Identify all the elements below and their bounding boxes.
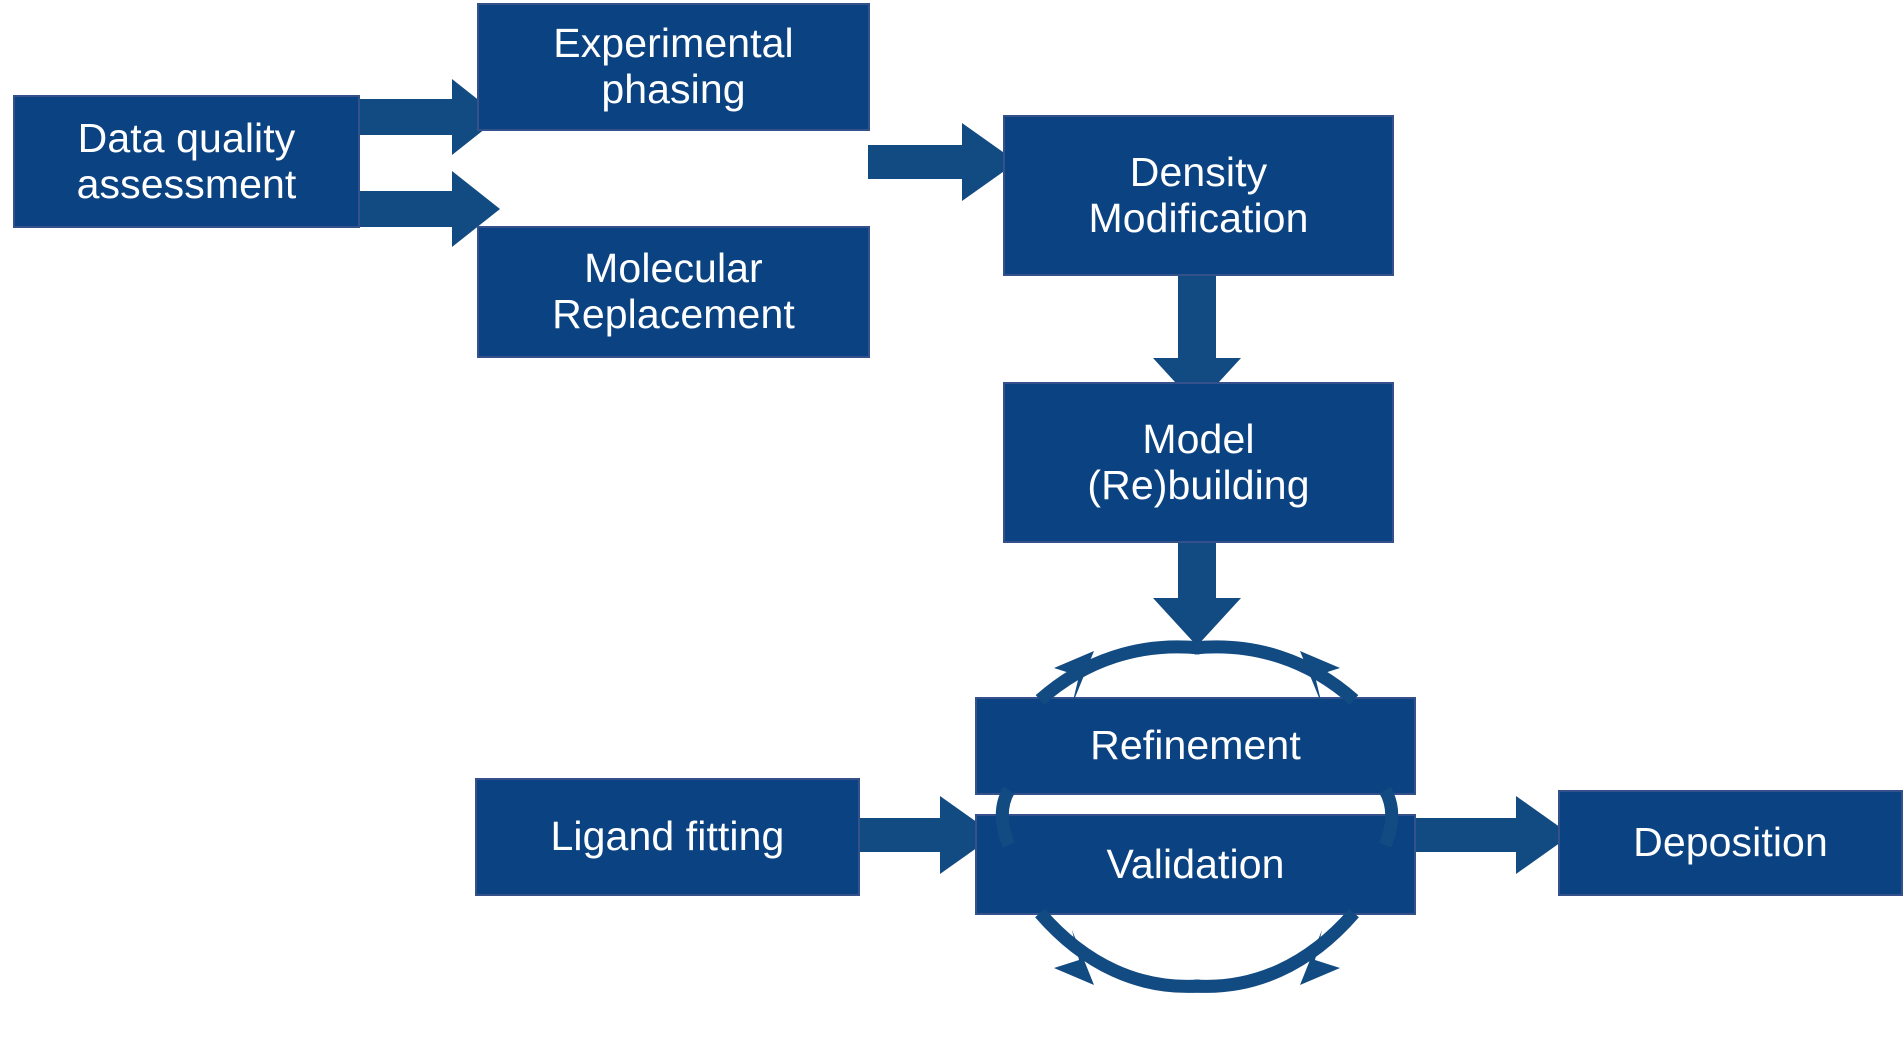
node-validation[interactable]: Validation — [975, 814, 1416, 915]
arrow-density-modification-to-model-rebuilding — [1153, 268, 1241, 406]
node-refinement[interactable]: Refinement — [975, 697, 1416, 795]
node-label-molecular-replacement: Molecular Replacement — [552, 245, 795, 337]
arrow-refinement-validation-to-deposition — [1398, 796, 1571, 874]
node-density-modification[interactable]: Density Modification — [1003, 115, 1394, 276]
node-label-experimental-phasing: Experimental phasing — [553, 20, 794, 112]
node-ligand-fitting[interactable]: Ligand fitting — [475, 778, 860, 896]
node-label-ligand-fitting: Ligand fitting — [550, 813, 785, 860]
node-label-deposition: Deposition — [1633, 819, 1828, 866]
arrow-phasing-to-density-modification — [868, 123, 1017, 201]
node-label-validation: Validation — [1106, 840, 1285, 887]
arrow-data-quality-to-experimental-phasing — [300, 79, 500, 155]
node-model-rebuilding[interactable]: Model (Re)building — [1003, 382, 1394, 543]
arrow-model-rebuilding-to-refinement — [1153, 536, 1241, 646]
node-label-model-rebuilding: Model (Re)building — [1087, 415, 1310, 508]
node-label-density-modification: Density Modification — [1088, 148, 1309, 241]
arrow-data-quality-to-molecular-replacement — [300, 171, 500, 247]
arrow-ligand-fitting-to-refinement-validation — [858, 796, 995, 874]
node-molecular-replacement[interactable]: Molecular Replacement — [477, 226, 870, 358]
node-label-data-quality-assessment: Data quality assessment — [76, 114, 297, 207]
node-data-quality-assessment[interactable]: Data quality assessment — [13, 95, 360, 228]
node-experimental-phasing[interactable]: Experimental phasing — [477, 3, 870, 131]
node-label-refinement: Refinement — [1090, 722, 1301, 769]
node-deposition[interactable]: Deposition — [1558, 790, 1903, 896]
